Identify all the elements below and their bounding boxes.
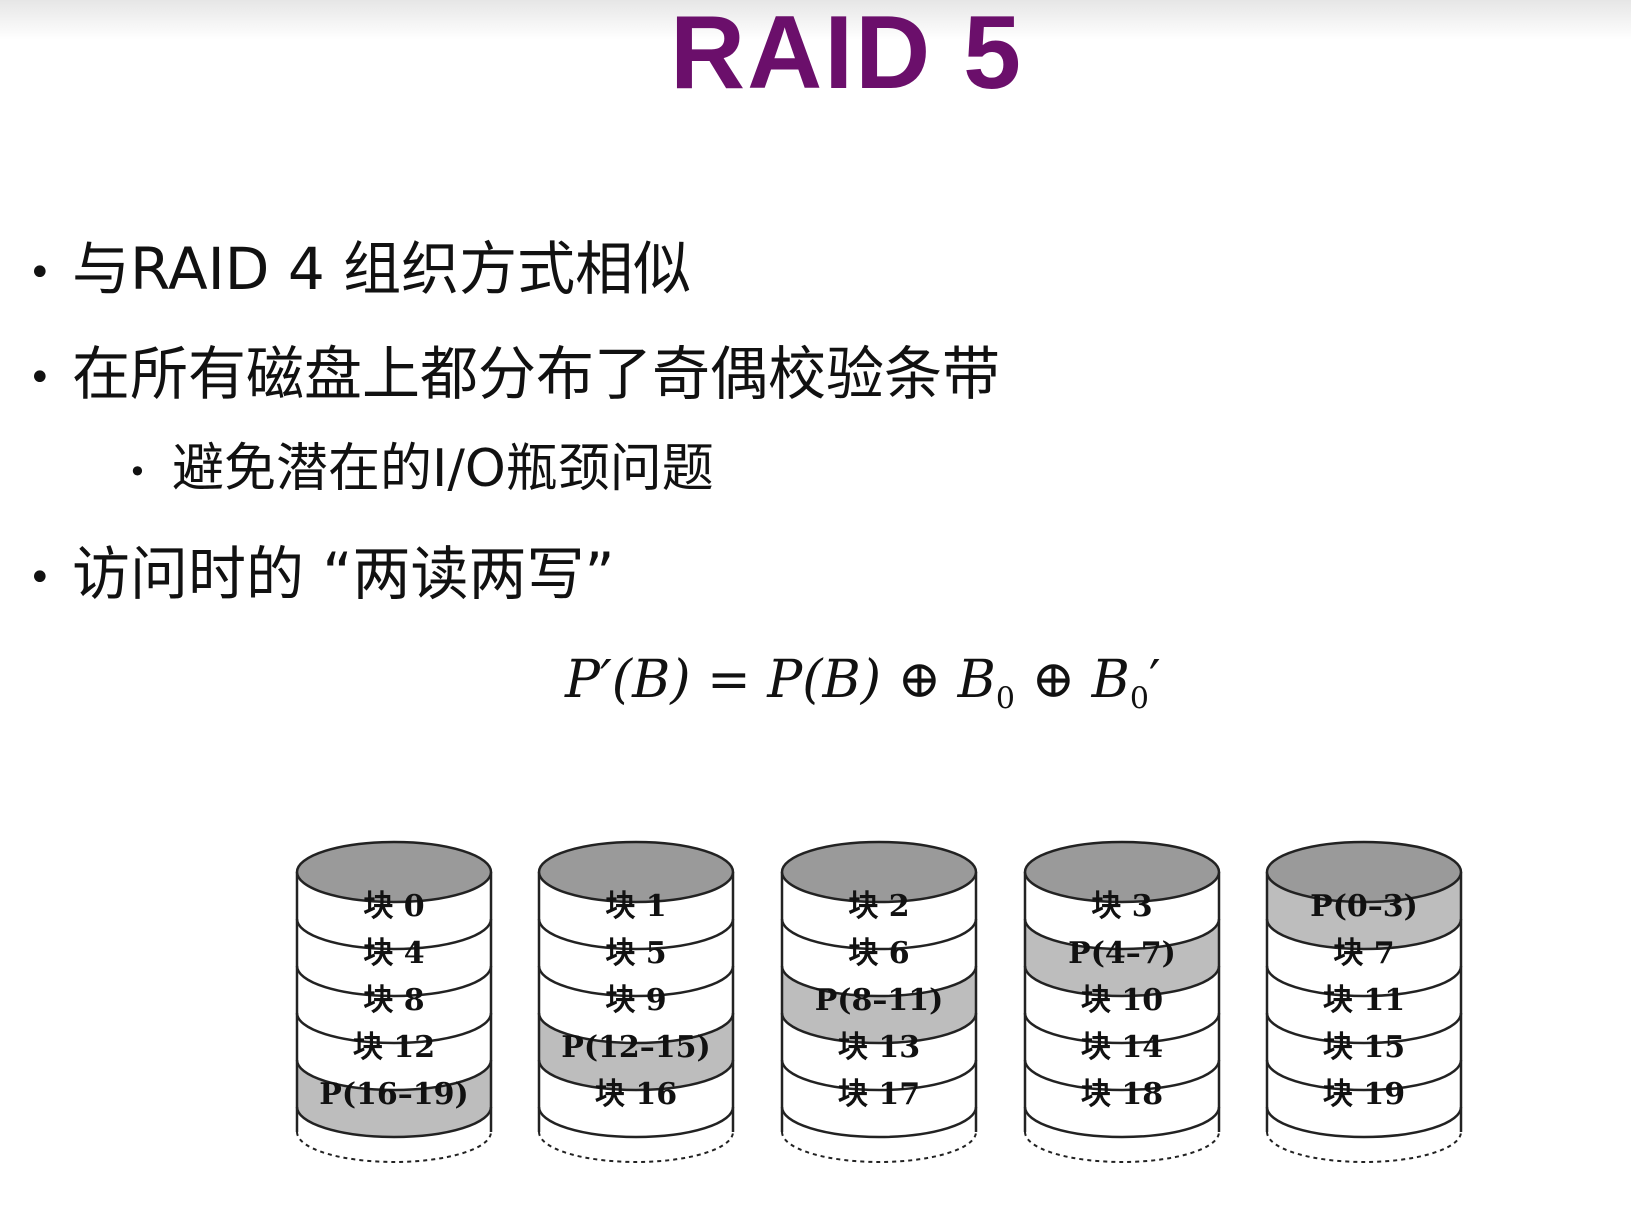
block-separator [295,918,493,951]
block-separator [295,1012,493,1045]
block-separator [537,918,735,951]
sub-bullet-1-text: 避免潜在的I/O瓶颈问题 [172,439,714,499]
block-separator [780,965,978,998]
parity-band [782,966,976,1043]
slide-title: RAID 5 [670,0,1023,111]
parity-block-label: P(0–3) [1310,889,1418,924]
data-block-label: 块 12 [353,1030,435,1065]
bullet-1: •与RAID 4 组织方式相似 [28,240,691,298]
block-separator [1023,965,1221,998]
block-separator [1023,1012,1221,1045]
disk-top [537,840,735,904]
disk-bottom [1024,1131,1220,1163]
block-separator [537,1012,735,1045]
disk-bottom [1266,1131,1462,1163]
data-block-label: 块 8 [363,983,424,1018]
bullet-dot: • [28,554,52,601]
block-separator [1265,1059,1463,1092]
disk-4: P(0–3) 块 7 块 11 块 15 块 19 [1265,840,1463,1163]
block-separator [1265,965,1463,998]
parity-block-label: P(8–11) [815,983,944,1018]
parity-update-formula: P′(B) = P(B) ⊕ B0 ⊕ B0′ [565,650,1161,716]
disk-bottom [296,1131,492,1163]
block-separator [780,1106,978,1139]
disk-top [780,840,978,904]
data-block-label: 块 11 [1323,983,1405,1018]
bullet-3: •访问时的 “两读两写” [28,545,615,603]
data-block-label: 块 7 [1333,936,1394,971]
bullet-3-text: 访问时的 “两读两写” [72,540,615,608]
parity-block-label: P(16–19) [319,1077,468,1112]
formula-b0-sub: 0 [995,681,1015,717]
block-separator [295,1059,493,1092]
parity-band [539,1013,733,1090]
block-separator [295,965,493,998]
formula-old-parity: P(B) [767,650,882,710]
block-separator [537,965,735,998]
bullet-dot: • [128,453,147,491]
block-separator [1265,1106,1463,1139]
bullet-2-text: 在所有磁盘上都分布了奇偶校验条带 [72,340,1001,408]
data-block-label: 块 10 [1081,983,1163,1018]
formula-equals: = [707,650,751,710]
formula-xor-1: ⊕ [897,650,942,710]
disk-top [1023,840,1221,904]
disk-top [1265,840,1463,904]
disk-bottom [781,1131,977,1163]
block-separator [1023,1106,1221,1139]
block-separator [1265,918,1463,951]
disk-bottom [538,1131,734,1163]
disk-0: 块 0 块 4 块 8 块 12 P(16–19) [295,840,493,1163]
bullet-dot: • [28,249,52,296]
block-separator [295,1106,493,1139]
disk-1: 块 1 块 5 块 9 P(12–15) 块 16 [537,840,735,1163]
block-separator [537,1059,735,1092]
data-block-label: 块 15 [1323,1030,1405,1065]
parity-band [1267,872,1461,949]
data-block-label: 块 3 [1091,889,1152,924]
data-block-label: 块 17 [838,1077,920,1112]
data-block-label: 块 14 [1081,1030,1163,1065]
data-block-label: 块 5 [605,936,666,971]
formula-prime: ′ [1148,650,1161,710]
data-block-label: 块 18 [1081,1077,1163,1112]
block-separator [1023,1059,1221,1092]
data-block-label: 块 0 [363,889,424,924]
data-block-label: 块 4 [363,936,424,971]
block-separator [1023,918,1221,951]
parity-block-label: P(4–7) [1068,936,1176,971]
parity-block-label: P(12–15) [561,1030,710,1065]
parity-band [297,1060,491,1137]
data-block-label: 块 6 [848,936,909,971]
formula-b0: B [957,650,996,710]
data-block-label: 块 2 [848,889,909,924]
window-top-shadow [0,0,1631,40]
block-separator [780,1012,978,1045]
bullet-dot: • [28,354,52,401]
block-separator [1265,1012,1463,1045]
formula-xor-2: ⊕ [1031,650,1076,710]
sub-bullet-1: •避免潜在的I/O瓶颈问题 [128,443,714,495]
data-block-label: 块 9 [605,983,666,1018]
disk-2: 块 2 块 6 P(8–11) 块 13 块 17 [780,840,978,1163]
formula-lhs: P′(B) [565,650,691,710]
data-block-label: 块 1 [605,889,666,924]
disk-3: 块 3 P(4–7) 块 10 块 14 块 18 [1023,840,1221,1163]
block-separator [780,1059,978,1092]
formula-b0-new-sub: 0 [1129,681,1149,717]
data-block-label: 块 19 [1323,1077,1405,1112]
bullet-2: •在所有磁盘上都分布了奇偶校验条带 [28,345,1000,403]
disk-top [295,840,493,904]
block-separator [537,1106,735,1139]
data-block-label: 块 16 [595,1077,677,1112]
data-block-label: 块 13 [838,1030,920,1065]
formula-b0-new: B [1091,650,1130,710]
parity-band [1025,919,1219,996]
block-separator [780,918,978,951]
bullet-1-text: 与RAID 4 组织方式相似 [72,235,692,303]
